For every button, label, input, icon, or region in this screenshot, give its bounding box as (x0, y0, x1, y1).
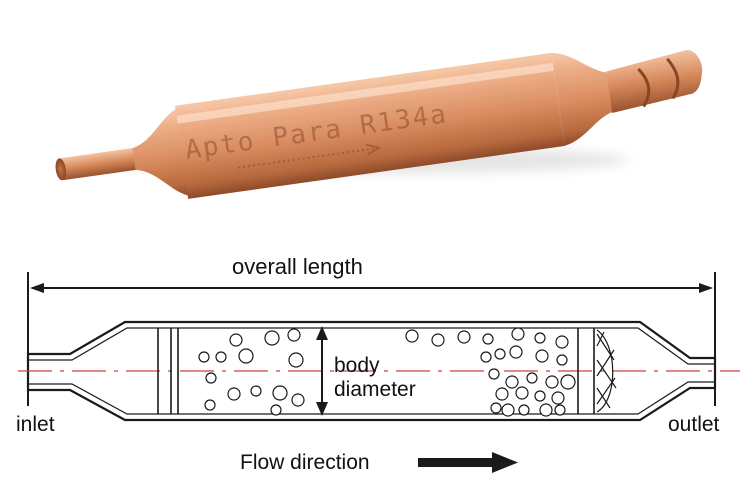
body-diameter-label: body diameter (334, 354, 416, 402)
double-arrow-icon (316, 402, 328, 416)
photo-outlet-crimp (637, 67, 651, 108)
outlet-label: outlet (668, 413, 720, 436)
double-arrow-icon (30, 283, 44, 293)
photo-inlet-opening (55, 158, 66, 181)
photo-engraved-arrow (238, 147, 376, 169)
body-diameter-label-line2: diameter (334, 378, 416, 401)
photo-highlight (176, 62, 554, 124)
drier-body-group: Apto Para R134a (55, 50, 703, 199)
flow-direction-label: Flow direction (240, 451, 370, 474)
desiccant-beads (198, 327, 576, 417)
overall-length-label: overall length (232, 254, 363, 279)
photo-right-taper (551, 52, 616, 147)
inner-wall-top (28, 327, 715, 365)
double-arrow-icon (316, 326, 328, 340)
body-diameter-label-line1: body (334, 354, 380, 377)
copper-filter-drier-photo: Apto Para R134a (55, 50, 703, 199)
photo-left-taper (132, 107, 192, 197)
photo-outlet-fitting (606, 50, 703, 114)
photo-inlet-tube (57, 148, 139, 180)
inner-wall-bottom (28, 381, 715, 415)
double-arrow-icon (699, 283, 713, 293)
flow-arrow-icon (418, 452, 518, 473)
inlet-label: inlet (16, 413, 55, 436)
screen-mesh-icon (596, 329, 617, 413)
photo-engraved-arrowhead (366, 143, 382, 156)
photo-main-body (175, 52, 565, 199)
photo-outlet-crimp (666, 57, 680, 100)
